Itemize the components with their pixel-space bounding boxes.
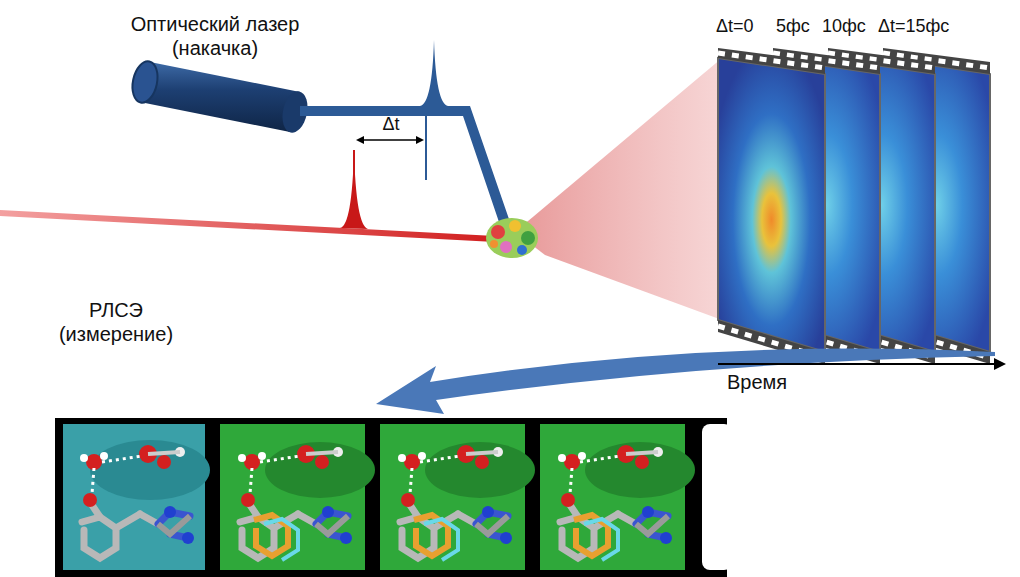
pump-pulse xyxy=(420,40,448,106)
time-axis-label: Время xyxy=(724,370,790,394)
frame-label: Δt=15фс xyxy=(878,16,978,38)
xfel-label: РЛСЭ (измерение) xyxy=(46,298,186,346)
laser-label: Оптический лазер (накачка) xyxy=(115,12,315,60)
sample xyxy=(486,218,538,258)
xfel-beam xyxy=(0,210,495,242)
frame-label: 10фс xyxy=(822,16,874,38)
detector-frames xyxy=(718,48,990,364)
laser-cylinder xyxy=(129,59,311,135)
film-strip xyxy=(55,418,732,577)
xfel-pulse xyxy=(340,150,368,229)
pump-beam xyxy=(300,106,510,225)
flow-arrow xyxy=(376,349,995,414)
frame-label: Δt=0 xyxy=(716,16,770,38)
delay-label: Δt xyxy=(374,114,408,136)
frame-label: 5фс xyxy=(776,16,818,38)
